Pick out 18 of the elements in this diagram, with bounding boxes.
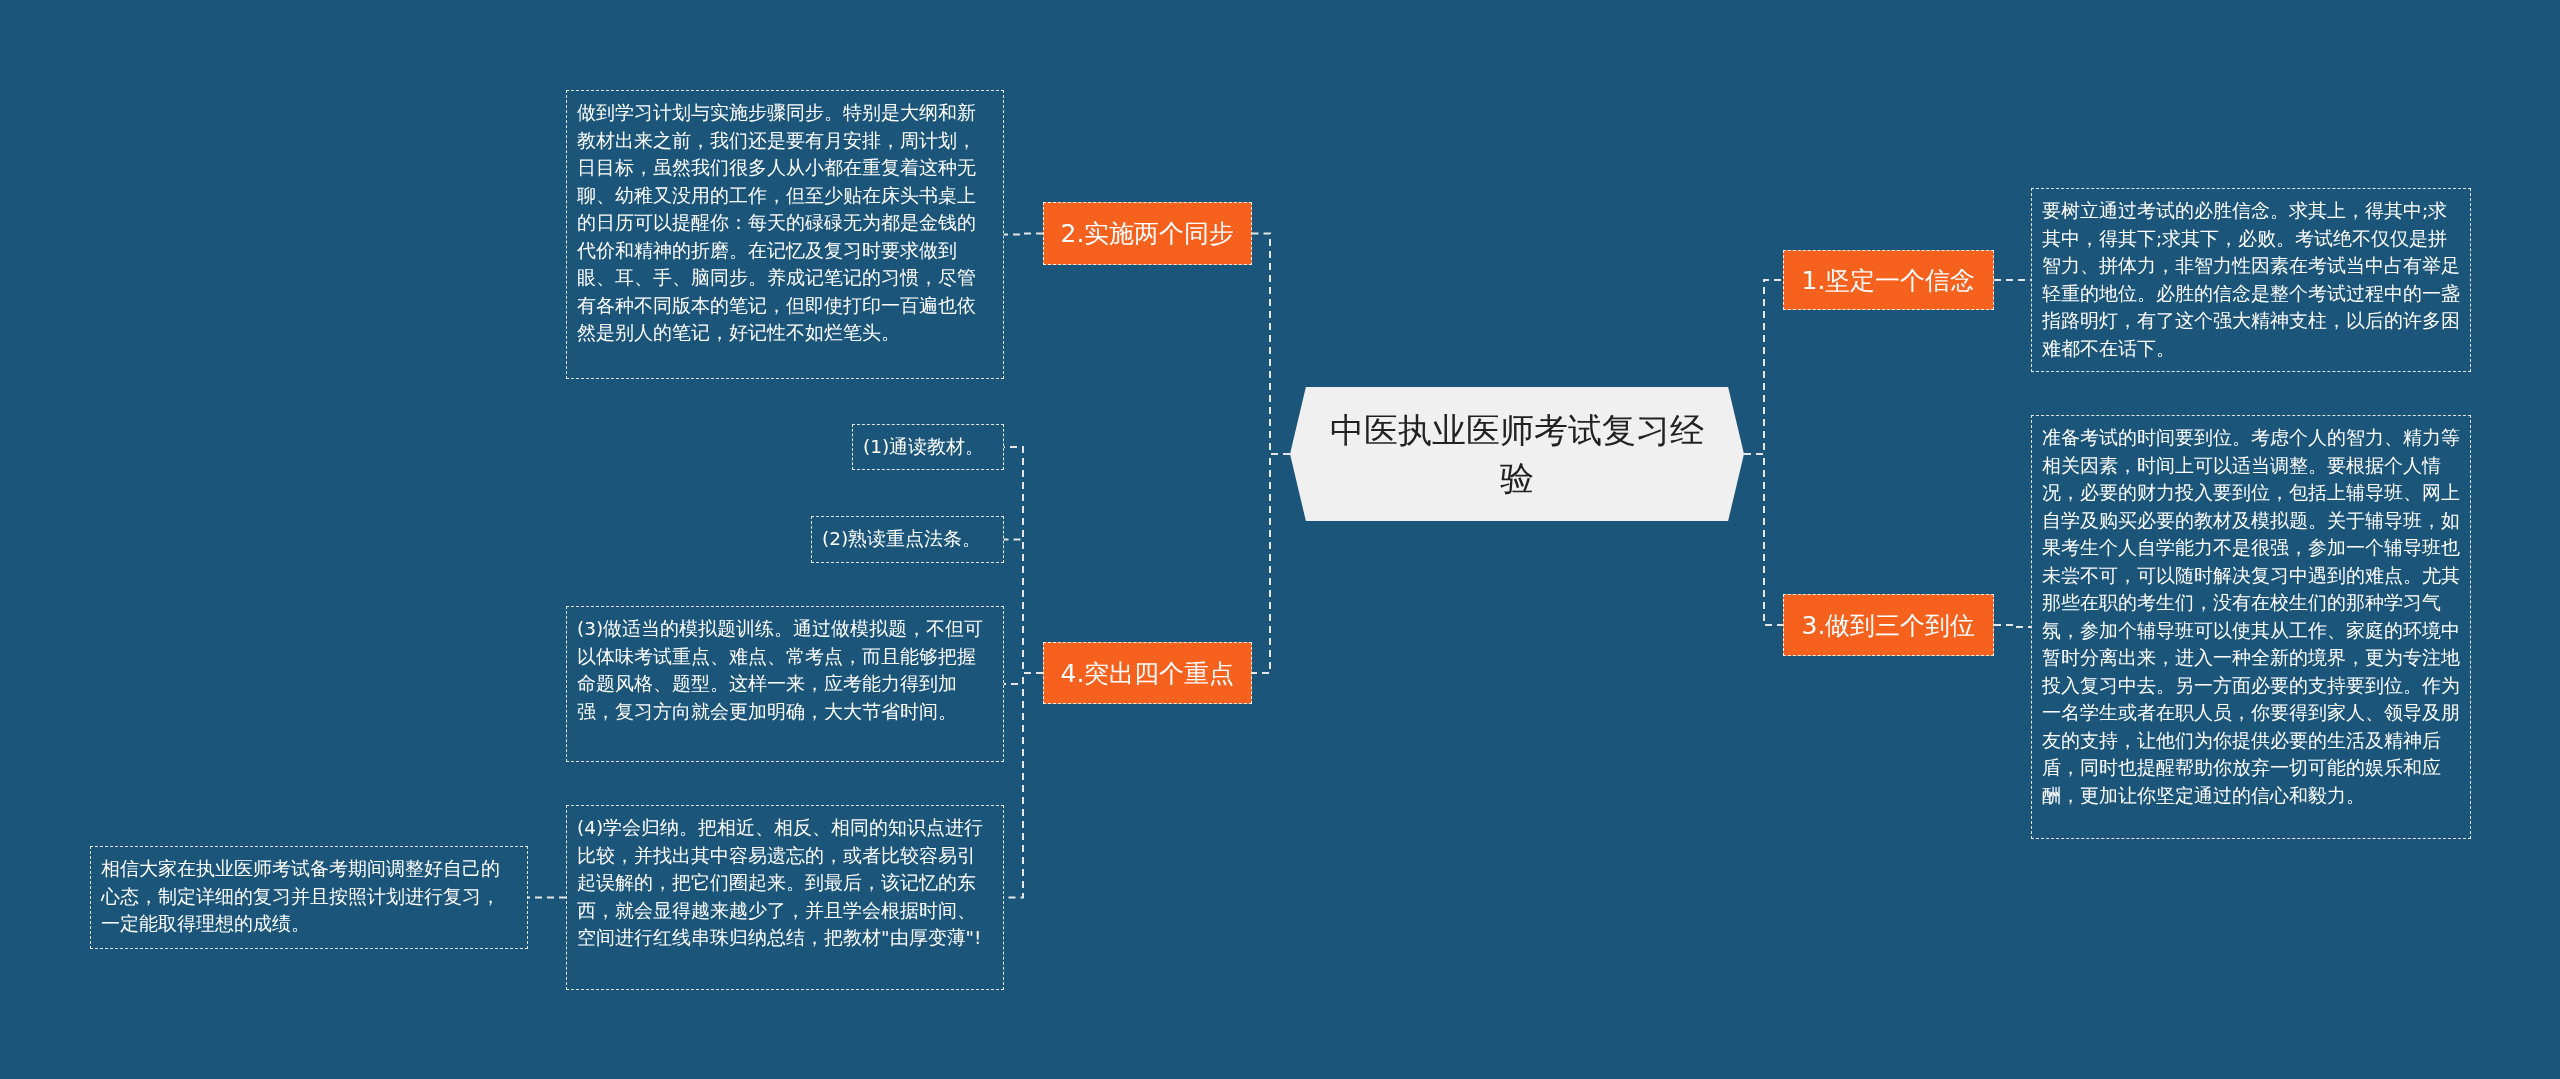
topic-box: 2.实施两个同步 bbox=[1043, 202, 1252, 265]
note-box: (3)做适当的模拟题训练。通过做模拟题，不但可以体味考试重点、难点、常考点，而且能够把握命题风格、题型。这样一来，应考能力得到加强，复习方向就会更加明确，大大节省时间。 bbox=[566, 606, 1004, 762]
note-box: 准备考试的时间要到位。考虑个人的智力、精力等相关因素，时间上可以适当调整。要根据个人情况，必要的财力投入要到位，包括上辅导班、网上自学及购买必要的教材及模拟题。关于辅导班，如果考生个人自学能力不是很强，参加一个辅导班也未尝不可，可以随时解决复习中遇到的难点。尤其那些在职的考生们，没有在校生们的那种学习气氛，参加个辅导班可以使其从工作、家庭的环境中暂时分离出来，进入一种全新的境界，更为专注地投入复习中去。另一方面必要的支持要到位。作为一名学生或者在职人员，你要得到家人、领导及朋友的支持，让他们为你提供必要的生活及精神后盾，同时也提醒帮助你放弃一切可能的娱乐和应酬，更加让你坚定通过的信心和毅力。 bbox=[2031, 415, 2471, 839]
note-box: (4)学会归纳。把相近、相反、相同的知识点进行比较，并找出其中容易遗忘的，或者比较容易引起误解的，把它们圈起来。到最后，该记忆的东西，就会显得越来越少了，并且学会根据时间、空间进行红线串珠归纳总结，把教材"由厚变薄"! bbox=[566, 805, 1004, 990]
note-box: 要树立通过考试的必胜信念。求其上，得其中;求其中，得其下;求其下，必败。考试绝不仅仅是拼智力、拼体力，非智力性因素在考试当中占有举足轻重的地位。必胜的信念是整个考试过程中的一盏指路明灯，有了这个强大精神支柱，以后的许多困难都不在话下。 bbox=[2031, 188, 2471, 372]
topic-box: 1.坚定一个信念 bbox=[1783, 250, 1994, 310]
note-box: 相信大家在执业医师考试备考期间调整好自己的心态，制定详细的复习并且按照计划进行复习，一定能取得理想的成绩。 bbox=[90, 846, 528, 949]
connector-line bbox=[527, 896, 567, 899]
connector-line bbox=[1003, 232, 1044, 236]
connector-line bbox=[1251, 453, 1291, 674]
note-box: (1)通读教材。 bbox=[852, 424, 1004, 470]
topic-box: 4.突出四个重点 bbox=[1043, 642, 1252, 704]
connector-line bbox=[1993, 279, 2032, 281]
note-box: (2)熟读重点法条。 bbox=[811, 516, 1004, 563]
topic-box: 3.做到三个到位 bbox=[1783, 594, 1994, 656]
connector-line bbox=[1993, 624, 2032, 628]
note-box: 做到学习计划与实施步骤同步。特别是大纲和新教材出来之前，我们还是要有月安排，周计划，日目标，虽然我们很多人从小都在重复着这种无聊、幼稚又没用的工作，但至少贴在床头书桌上的日历可以提醒你：每天的碌碌无为都是金钱的代价和精神的折磨。在记忆及复习时要求做到眼、耳、手、脑同步。养成记笔记的习惯，尽管有各种不同版本的笔记，但即使打印一百遍也依然是别人的笔记，好记性不如烂笔头。 bbox=[566, 90, 1004, 379]
connector-line bbox=[1743, 453, 1784, 626]
